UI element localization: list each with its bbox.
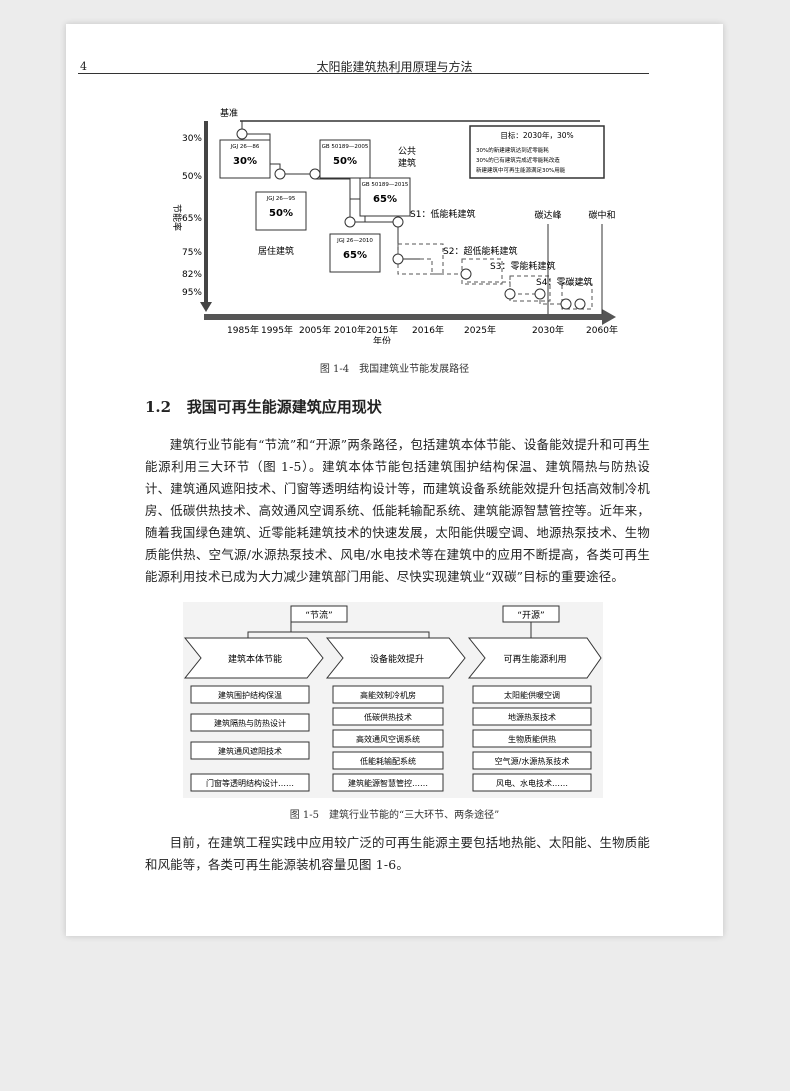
y-tick: 50%: [182, 172, 202, 182]
carbon-neutral-label: 碳中和: [588, 209, 615, 221]
header-rule: [78, 73, 649, 74]
standard-value: 65%: [343, 250, 367, 261]
column-item: 低碳供热技术: [364, 712, 412, 722]
path-source-label: “开源”: [517, 610, 544, 621]
column-item: 建筑通风遮阳技术: [218, 746, 282, 756]
standard-code: JGJ 26—2010: [336, 238, 373, 244]
y-ticks: 30% 50% 65% 75% 82% 95%: [182, 134, 202, 298]
path-throttle-label: “节流”: [305, 609, 332, 621]
standard-card: JGJ 26—95 50%: [255, 191, 307, 231]
column-item: 风电、水电技术……: [496, 778, 568, 788]
s4-label: S4：零碳建筑: [536, 276, 592, 288]
x-tick: 2015年: [366, 324, 398, 336]
x-tick: 2016年: [412, 324, 444, 336]
column-head: 建筑本体节能: [228, 653, 282, 665]
paragraph-text: 目前，在建筑工程实践中应用较广泛的可再生能源主要包括地热能、太阳能、生物质能和风…: [145, 835, 650, 872]
standard-card: JGJ 26—86 30%: [219, 139, 271, 179]
y-tick: 65%: [182, 214, 202, 224]
column-item: 低能耗输配系统: [360, 756, 416, 766]
public-building-label-line: 建筑: [398, 157, 416, 169]
y-axis-label: 节能率: [171, 204, 183, 231]
standard-code: GB 50189—2005: [322, 144, 369, 150]
s1-label: S1：低能耗建筑: [410, 208, 475, 220]
standard-card: GB 50189—2005 50%: [319, 139, 371, 179]
goal-item: 30%的已有建筑完成近零能耗改造: [476, 156, 560, 164]
column-item: 太阳能供暖空调: [504, 690, 560, 700]
carbon-peak-label: 碳达峰: [534, 209, 561, 221]
y-tick: 75%: [182, 248, 202, 258]
x-axis-label: 年份: [373, 335, 391, 344]
s2-label: S2：超低能耗建筑: [443, 245, 517, 257]
paragraph-text: 建筑行业节能有“节流”和“开源”两条路径，包括建筑本体节能、设备能效提升和可再生…: [145, 437, 650, 584]
body-paragraph: 建筑行业节能有“节流”和“开源”两条路径，包括建筑本体节能、设备能效提升和可再生…: [145, 434, 650, 588]
figure2-caption: 图 1-5 建筑行业节能的“三大环节、两条途径”: [289, 810, 500, 821]
column-item: 地源热泵技术: [508, 712, 556, 722]
x-tick: 2010年: [334, 324, 366, 336]
x-ticks: 1985年 1995年 2005年 2010年 2015年 2016年 2025…: [227, 324, 618, 336]
x-tick: 2060年: [586, 324, 618, 336]
standard-card: GB 50189—2015 65%: [359, 177, 411, 217]
chevron-row: [183, 637, 602, 679]
goal-title: 目标：2030年，30%: [500, 130, 573, 140]
s3-label: S3：零能耗建筑: [490, 260, 555, 272]
standard-card: JGJ 26—2010 65%: [329, 233, 381, 273]
standard-value: 50%: [333, 156, 357, 167]
x-tick: 2030年: [532, 324, 564, 336]
standard-code: JGJ 26—86: [230, 144, 260, 150]
x-tick: 2025年: [464, 324, 496, 336]
section-number: 1.2: [145, 398, 172, 416]
column-item: 建筑能源智慧管控……: [348, 778, 428, 788]
standard-value: 30%: [233, 156, 257, 167]
standard-value: 50%: [269, 208, 293, 219]
goal-item: 新建建筑中可再生能源满足30%用能: [476, 166, 566, 174]
public-building-label-line: 公共: [398, 146, 416, 157]
standard-code: GB 50189—2015: [362, 182, 409, 188]
column-item: 生物质能供热: [508, 734, 556, 744]
figure-energy-path: 基准 节能率 30% 50% 65% 75% 82% 95% 1985年 199…: [171, 107, 618, 344]
figure1-caption: 图 1-4 我国建筑业节能发展路径: [319, 364, 470, 375]
y-tick: 82%: [182, 270, 202, 280]
column-item: 建筑隔热与防热设计: [214, 718, 286, 728]
figure-three-links: “节流” “开源” 建筑本体节能 设备能效提升 可再生能源利用 建筑围护结构保温…: [183, 602, 603, 798]
body-paragraph: 目前，在建筑工程实践中应用较广泛的可再生能源主要包括地热能、太阳能、生物质能和风…: [145, 832, 650, 876]
public-building-label: 公共建筑: [398, 146, 416, 169]
column-item: 高能效制冷机房: [360, 690, 416, 700]
residential-label: 居住建筑: [258, 245, 294, 257]
running-header-title: 太阳能建筑热利用原理与方法: [316, 60, 473, 74]
baseline-label: 基准: [220, 107, 238, 119]
x-tick: 2005年: [299, 324, 331, 336]
column-item: 高效通风空调系统: [356, 734, 420, 744]
column-item: 门窗等透明结构设计……: [206, 778, 294, 788]
standard-value: 65%: [373, 194, 397, 205]
y-tick: 30%: [182, 134, 202, 144]
standard-code: JGJ 26—95: [266, 196, 296, 202]
section-title: 我国可再生能源建筑应用现状: [186, 398, 382, 416]
column-head: 可再生能源利用: [503, 653, 566, 665]
x-tick: 1985年: [227, 324, 259, 336]
section-heading: 1.2 我国可再生能源建筑应用现状: [145, 396, 382, 417]
x-tick: 1995年: [261, 324, 293, 336]
column-head: 设备能效提升: [370, 653, 424, 665]
column-item: 空气源/水源热泵技术: [495, 756, 570, 766]
page-number: 4: [80, 60, 87, 73]
goal-item: 30%的新建建筑达到近零能耗: [476, 146, 549, 154]
y-tick: 95%: [182, 288, 202, 298]
column-item: 建筑围护结构保温: [218, 690, 282, 700]
goal-box: 目标：2030年，30% 30%的新建建筑达到近零能耗 30%的已有建筑完成近零…: [469, 125, 605, 179]
